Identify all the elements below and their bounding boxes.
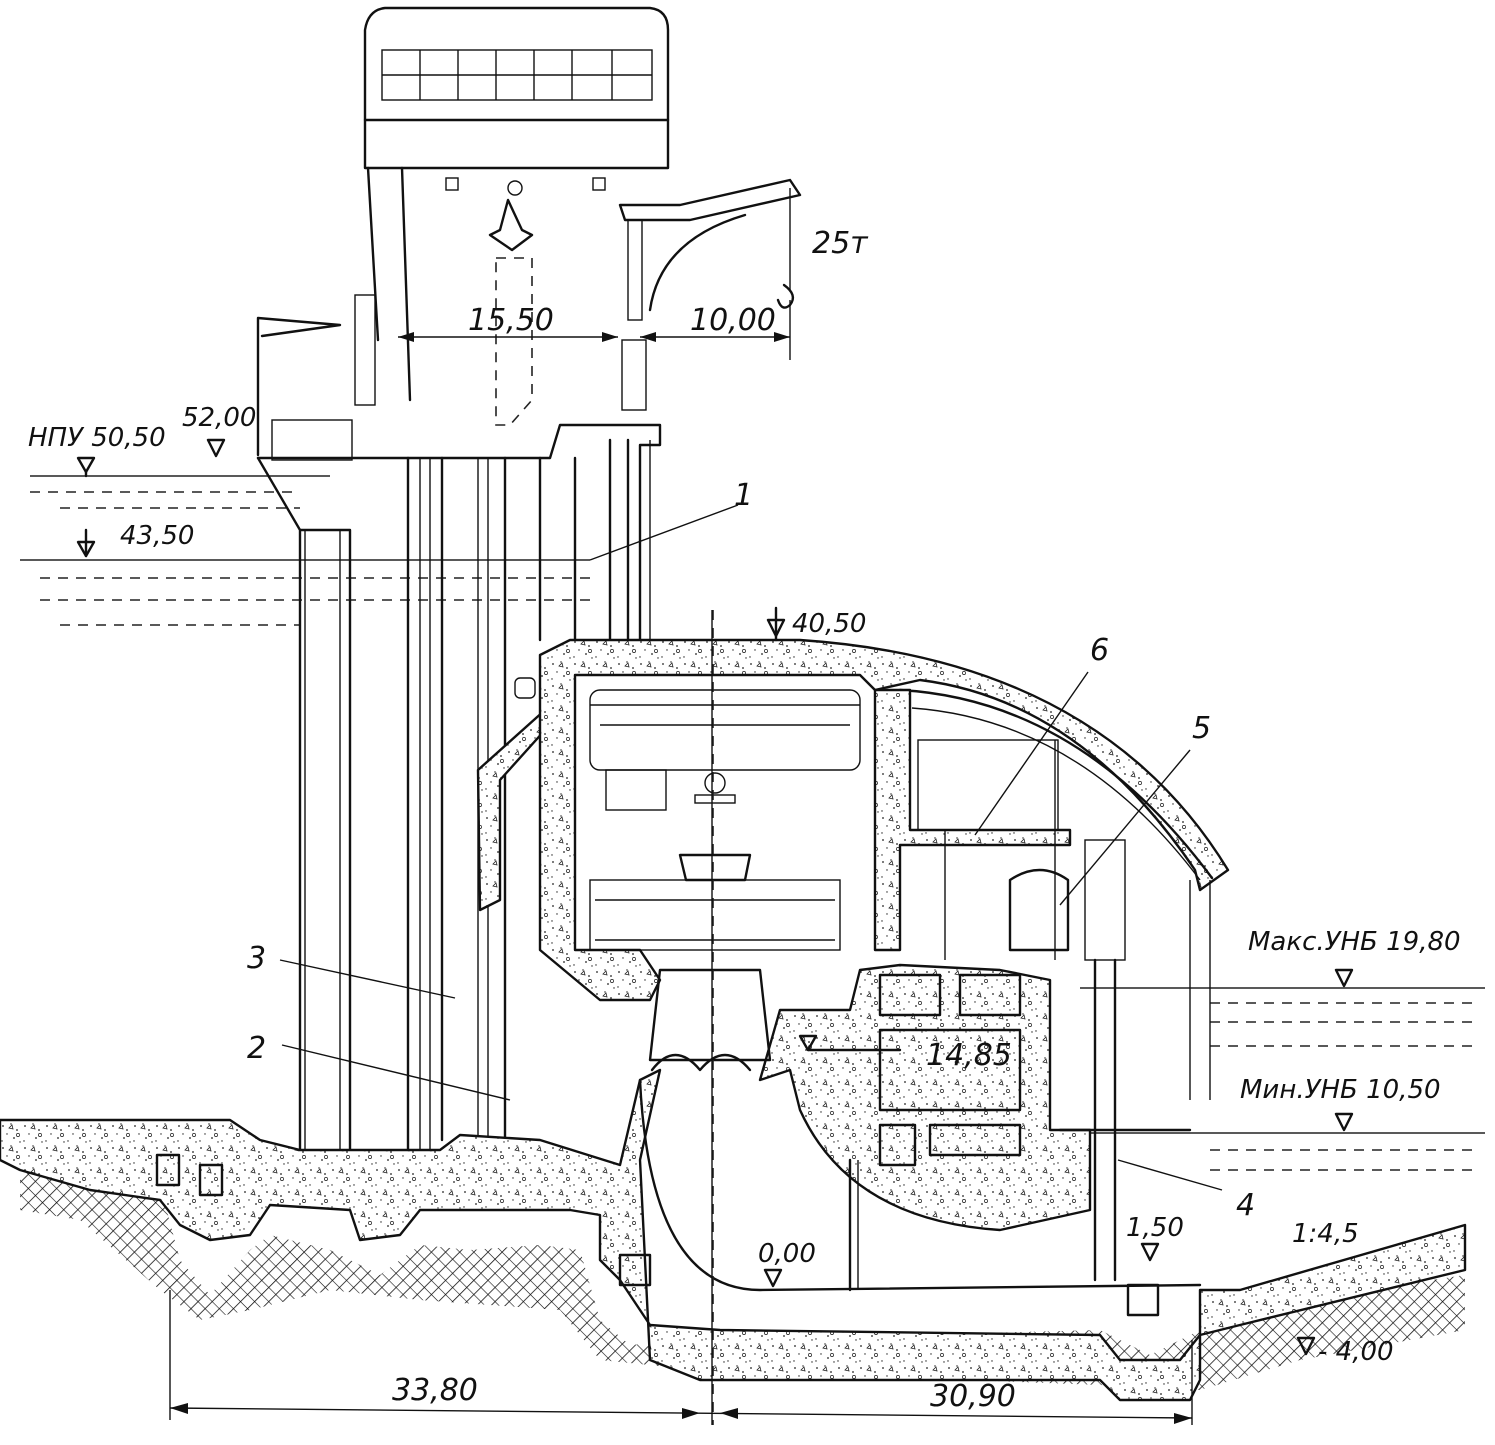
downstream-water — [1050, 987, 1485, 1171]
elevation-markers — [76, 438, 1354, 1356]
callout-5: 5 — [1192, 711, 1211, 746]
max-tailwater-label: Макс.УНБ 19,80 — [1248, 927, 1461, 957]
base-right-dimension: 30,90 — [930, 1379, 1016, 1414]
substructure — [0, 958, 1467, 1402]
base-dimensions — [169, 1290, 1193, 1425]
upstream-level-label: 43,50 — [120, 521, 194, 551]
callout-1: 1 — [734, 478, 753, 513]
min-tailwater-label: Мин.УНБ 10,50 — [1240, 1075, 1441, 1105]
callout-2: 2 — [247, 1031, 266, 1066]
turbine-axis-label: 14,85 — [926, 1038, 1012, 1073]
callout-4: 4 — [1236, 1188, 1255, 1223]
gantry-crane — [256, 6, 802, 461]
crane-capacity-label: 25т — [812, 226, 869, 261]
apron-depth-label: 1,50 — [1126, 1213, 1184, 1243]
callout-3: 3 — [247, 941, 266, 976]
crane-span-dimension — [398, 300, 791, 360]
floor-elevation-label: 0,00 — [758, 1239, 816, 1269]
foundation-soil — [20, 1165, 1465, 1390]
base-left-dimension: 33,80 — [392, 1373, 478, 1408]
crane-span-label: 15,50 — [468, 303, 554, 338]
tail-bottom-label: - 4,00 — [1318, 1337, 1394, 1367]
powerhouse-shell — [538, 638, 1230, 1100]
callout-leaders — [279, 504, 1223, 1191]
intake-structure — [256, 423, 662, 1152]
roof-elevation-label: 40,50 — [792, 609, 866, 639]
crane-reach-label: 10,00 — [690, 303, 776, 338]
crest-elevation-label: 52,00 — [182, 403, 256, 433]
slope-label: 1:4,5 — [1292, 1219, 1359, 1249]
callout-6: 6 — [1090, 633, 1109, 668]
npu-elevation-label: НПУ 50,50 — [28, 423, 166, 453]
